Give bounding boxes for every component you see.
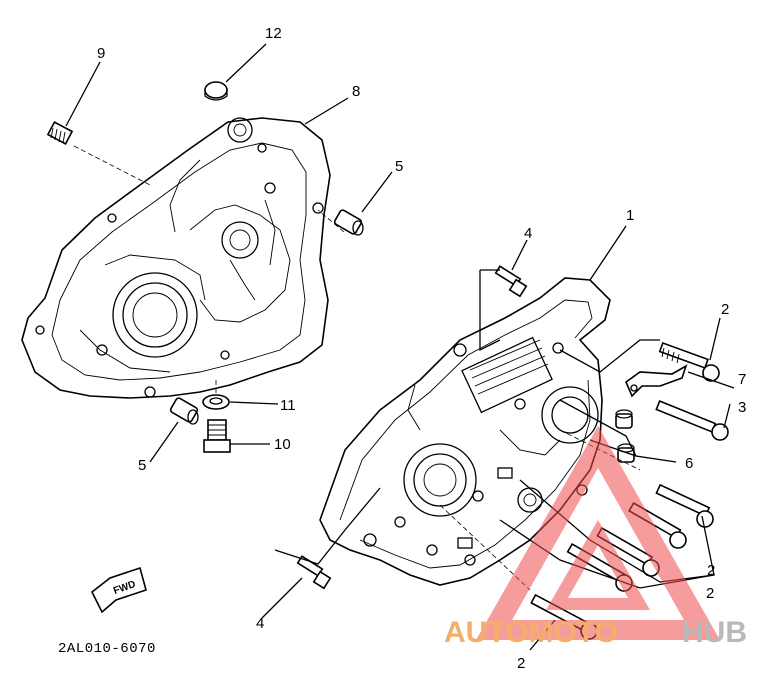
callout-10: 10 — [274, 436, 291, 453]
callout-6: 6 — [685, 455, 693, 472]
watermark-logo: AUTOMOTO HUB — [444, 426, 747, 649]
callout-2-stack-lower: 2 — [706, 585, 714, 602]
callout-1: 1 — [626, 207, 634, 224]
callout-11: 11 — [280, 397, 296, 414]
callout-5-bottom: 5 — [138, 457, 146, 474]
washer-part-11 — [202, 394, 230, 410]
dowel-part-5-top — [333, 209, 364, 236]
callout-3: 3 — [738, 399, 746, 416]
screw-part-4-top — [494, 265, 528, 298]
watermark-text-a: AUTOMOTO — [444, 616, 618, 649]
part-code: 2AL010-6070 — [58, 641, 156, 657]
bracket-part-7 — [625, 364, 688, 398]
watermark-text-b: HUB — [682, 616, 747, 649]
fwd-arrow-icon: FWD — [90, 566, 147, 614]
callout-8: 8 — [352, 83, 360, 100]
callout-5-top: 5 — [395, 158, 403, 175]
callout-labels: 12 9 8 5 1 4 2 7 11 3 10 6 5 2 2 4 2 2AL… — [58, 25, 746, 672]
leader-lines — [65, 43, 735, 651]
callout-2-upper: 2 — [721, 301, 729, 318]
callout-7: 7 — [738, 371, 746, 388]
callout-9: 9 — [97, 45, 105, 62]
right-crankcase — [319, 277, 611, 586]
drain-plug-part-10 — [203, 419, 231, 453]
callout-2-stack-upper: 2 — [707, 562, 715, 579]
bolt-part-9 — [46, 121, 74, 145]
screw-part-4-bottom — [296, 555, 332, 590]
dowel-part-5-bottom — [169, 397, 199, 425]
callout-12: 12 — [265, 25, 282, 42]
callout-2-bottom: 2 — [517, 655, 525, 672]
bolt-part-3 — [655, 400, 729, 441]
left-crankcase — [21, 117, 331, 399]
callout-4-bottom: 4 — [256, 615, 264, 632]
callout-4-top: 4 — [524, 225, 532, 242]
cap-part-12 — [204, 81, 228, 101]
bolt-part-2-upper — [658, 342, 720, 382]
